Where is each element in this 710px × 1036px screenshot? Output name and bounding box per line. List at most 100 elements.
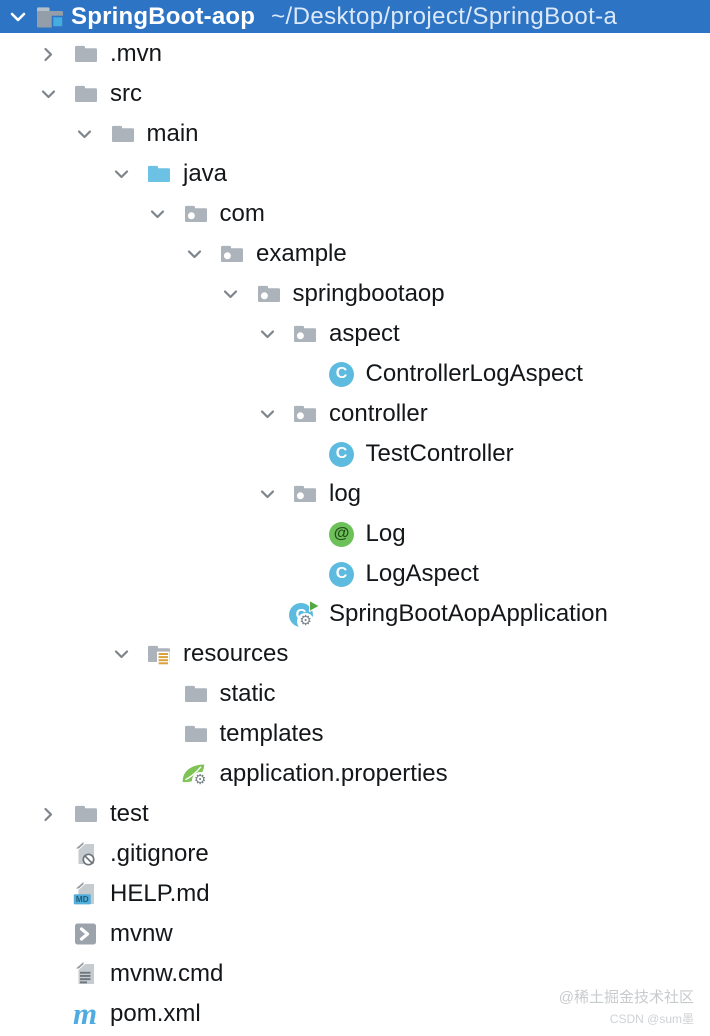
tree-row[interactable]: C TestController xyxy=(0,434,710,474)
tree-item-label: controller xyxy=(329,400,428,427)
chevron-expanded-icon[interactable] xyxy=(209,285,253,304)
item-icon-slot: C xyxy=(326,361,358,387)
tree-row[interactable]: aspect xyxy=(0,314,710,354)
package-folder-icon xyxy=(183,201,209,227)
chevron-down-icon xyxy=(148,205,167,224)
item-icon-slot xyxy=(70,921,102,947)
item-icon-slot xyxy=(107,121,139,147)
tree-row[interactable]: resources xyxy=(0,634,710,674)
package-folder-icon xyxy=(292,401,318,427)
tree-item-label: static xyxy=(219,680,276,707)
item-icon-slot: m xyxy=(70,996,102,1031)
tree-row[interactable]: C LogAspect xyxy=(0,554,710,594)
folder-icon xyxy=(73,41,99,67)
chevron-down-icon xyxy=(185,245,204,264)
chevron-expanded-icon[interactable] xyxy=(245,405,289,424)
tree-row[interactable]: m pom.xml xyxy=(0,994,710,1034)
item-icon-slot: C ⚙ xyxy=(289,599,321,630)
tree-item-label: templates xyxy=(219,720,324,747)
markdown-file-icon: MD xyxy=(73,881,99,907)
tree-row[interactable]: test xyxy=(0,794,710,834)
item-icon-slot xyxy=(70,41,102,67)
tree-item-label: HELP.md xyxy=(110,880,210,907)
tree-item-label: aspect xyxy=(329,320,400,347)
class-letter: C xyxy=(335,365,348,382)
tree-item-label: SpringBootAopApplication xyxy=(329,600,608,627)
chevron-down-icon xyxy=(258,405,277,424)
annotation-icon: @ xyxy=(329,521,354,547)
tree-row[interactable]: .mvn xyxy=(0,34,710,74)
tree-row[interactable]: templates xyxy=(0,714,710,754)
resources-folder-icon xyxy=(146,641,172,667)
tree-row[interactable]: springbootaop xyxy=(0,274,710,314)
item-icon-slot xyxy=(289,321,321,347)
tree-item-label: mvnw.cmd xyxy=(110,960,224,987)
chevron-collapsed-icon[interactable] xyxy=(26,805,70,824)
chevron-collapsed-icon[interactable] xyxy=(26,45,70,64)
item-icon-slot xyxy=(143,161,175,187)
tree-row[interactable]: src xyxy=(0,74,710,114)
item-icon-slot: ⚙ xyxy=(180,761,212,789)
tree-row[interactable]: example xyxy=(0,234,710,274)
maven-letter: m xyxy=(72,996,98,1031)
text-file-icon xyxy=(73,961,99,987)
tree-item-label: .mvn xyxy=(110,40,163,67)
tree-row[interactable]: C ControllerLogAspect xyxy=(0,354,710,394)
chevron-down-icon[interactable] xyxy=(3,6,33,28)
tree-row[interactable]: mvnw xyxy=(0,914,710,954)
spring-leaf-icon xyxy=(182,764,204,782)
tree-row[interactable]: log xyxy=(0,474,710,514)
class-icon: C xyxy=(329,561,354,587)
tree-row[interactable]: C ⚙ SpringBootAopApplication xyxy=(0,594,710,634)
maven-icon: m xyxy=(72,996,98,1031)
chevron-expanded-icon[interactable] xyxy=(245,325,289,344)
project-tree: .mvn src main java xyxy=(0,33,710,1034)
item-icon-slot xyxy=(180,681,212,707)
chevron-right-icon xyxy=(39,45,58,64)
tree-row[interactable]: MD HELP.md xyxy=(0,874,710,914)
tree-item-label: java xyxy=(183,160,228,187)
item-icon-slot xyxy=(70,961,102,987)
folder-icon xyxy=(183,721,209,747)
chevron-expanded-icon[interactable] xyxy=(172,245,216,264)
tree-row[interactable]: java xyxy=(0,154,710,194)
tree-row[interactable]: @ Log xyxy=(0,514,710,554)
tree-item-label: ControllerLogAspect xyxy=(365,360,583,387)
tree-item-label: Log xyxy=(365,520,406,547)
spring-properties-icon: ⚙ xyxy=(181,761,211,789)
chevron-expanded-icon[interactable] xyxy=(99,165,143,184)
annotation-letter: @ xyxy=(333,525,350,542)
chevron-expanded-icon[interactable] xyxy=(63,125,107,144)
chevron-expanded-icon[interactable] xyxy=(245,485,289,504)
package-folder-icon xyxy=(292,321,318,347)
shell-script-icon xyxy=(73,921,99,947)
class-letter: C xyxy=(335,445,348,462)
tree-row[interactable]: com xyxy=(0,194,710,234)
tree-item-label: test xyxy=(110,800,149,827)
tree-row[interactable]: static xyxy=(0,674,710,714)
chevron-expanded-icon[interactable] xyxy=(136,205,180,224)
tree-row[interactable]: controller xyxy=(0,394,710,434)
class-icon: C xyxy=(329,361,354,387)
project-folder-icon xyxy=(35,4,65,30)
chevron-expanded-icon[interactable] xyxy=(99,645,143,664)
folder-icon xyxy=(183,681,209,707)
item-icon-slot xyxy=(253,281,285,307)
chevron-expanded-icon[interactable] xyxy=(26,85,70,104)
project-title: SpringBoot-aop xyxy=(71,2,256,30)
folder-icon xyxy=(110,121,136,147)
tree-row[interactable]: main xyxy=(0,114,710,154)
item-icon-slot xyxy=(70,841,102,867)
tree-row[interactable]: mvnw.cmd xyxy=(0,954,710,994)
item-icon-slot xyxy=(70,801,102,827)
chevron-down-icon xyxy=(112,645,131,664)
sources-folder-icon xyxy=(146,161,172,187)
tree-item-label: application.properties xyxy=(219,760,448,787)
tree-row[interactable]: .gitignore xyxy=(0,834,710,874)
tree-item-label: TestController xyxy=(365,440,514,467)
tree-item-label: resources xyxy=(183,640,289,667)
project-root-row[interactable]: SpringBoot-aop ~/Desktop/project/SpringB… xyxy=(0,0,710,33)
chevron-down-icon xyxy=(39,85,58,104)
tree-row[interactable]: ⚙ application.properties xyxy=(0,754,710,794)
package-folder-icon xyxy=(292,481,318,507)
